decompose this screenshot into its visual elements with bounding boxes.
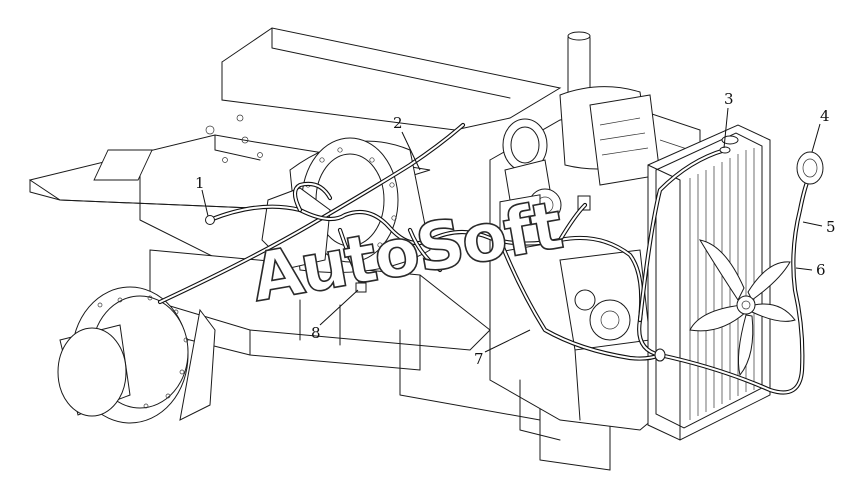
callout-7: 7 <box>474 350 484 368</box>
connector-1 <box>205 215 215 225</box>
callout-5: 5 <box>826 218 836 236</box>
connector-3 <box>719 146 731 154</box>
rear-axle-hub <box>57 286 216 424</box>
horn <box>796 151 824 185</box>
callout-8: 8 <box>311 324 321 342</box>
cooling-fan <box>689 239 796 377</box>
callout-4: 4 <box>820 107 830 125</box>
connector-8 <box>355 282 367 293</box>
callout-2: 2 <box>393 114 403 132</box>
callout-3: 3 <box>724 90 734 108</box>
wiring-harness <box>157 122 813 395</box>
radiator <box>647 124 771 441</box>
callout-6: 6 <box>816 261 826 279</box>
clamp <box>654 348 666 362</box>
leader-lines <box>201 107 823 353</box>
callout-labels: 1 2 3 4 5 6 7 8 <box>195 90 836 368</box>
callout-1: 1 <box>195 174 205 192</box>
